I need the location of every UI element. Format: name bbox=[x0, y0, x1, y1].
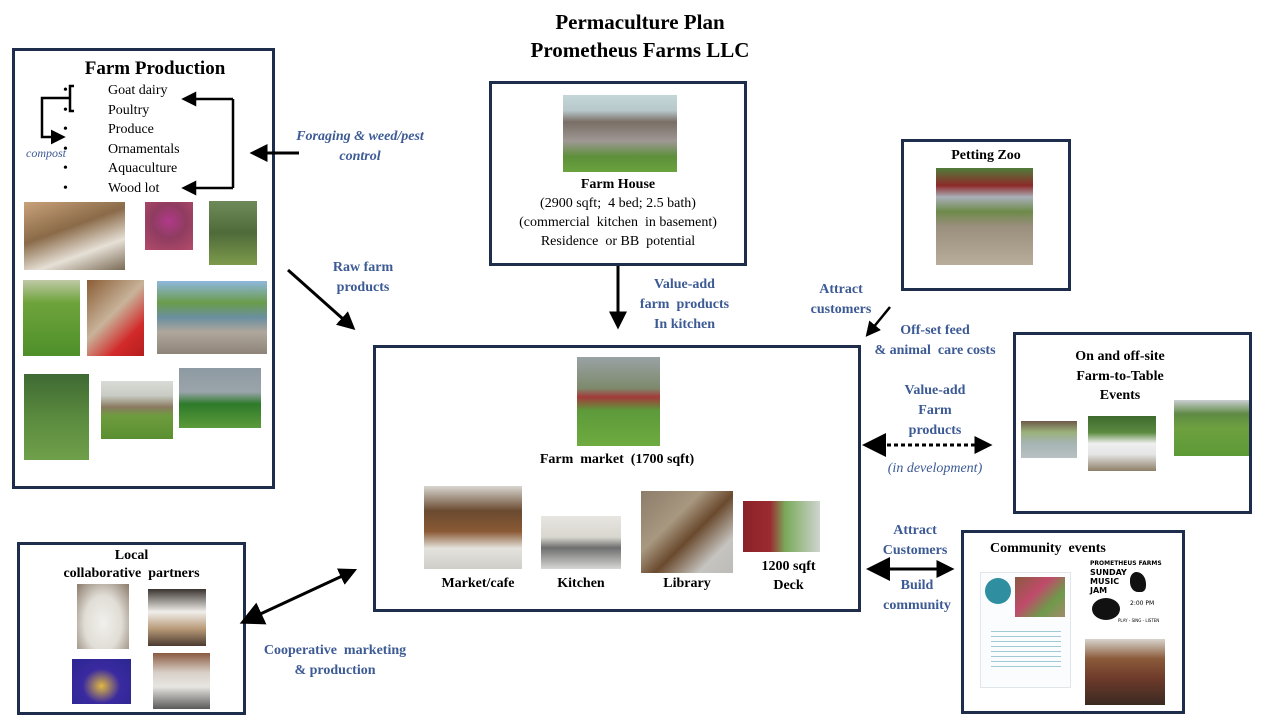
local-partners-heading-line-1: Local bbox=[114, 548, 149, 563]
list-item: Goat dairy bbox=[53, 81, 180, 101]
attract-build-line-3: Build bbox=[900, 578, 934, 593]
list-item: Poultry bbox=[53, 101, 180, 121]
food-truck-photo bbox=[1088, 416, 1156, 471]
farm-production-heading: Farm Production bbox=[84, 58, 226, 79]
deck-label: 1200 sqft Deck bbox=[761, 559, 816, 593]
farm-to-table-heading-line-3: Events bbox=[1099, 388, 1141, 403]
farm-to-table-heading-line-2: Farm-to-Table bbox=[1076, 368, 1164, 384]
farm-to-table-heading: On and off-site Farm-to-Table Events bbox=[1050, 347, 1190, 406]
poster-time: 2:00 PM bbox=[1130, 600, 1155, 607]
raw-products-label: Raw farm products bbox=[318, 258, 408, 298]
music-jam-poster: PROMETHEUS FARMS SUNDAY MUSIC JAM 2:00 P… bbox=[1090, 560, 1162, 626]
value-add-events-line-1: Value-add bbox=[904, 383, 966, 398]
deck-photo bbox=[743, 501, 820, 552]
raw-products-label-line-2: products bbox=[336, 280, 390, 295]
value-add-events-label: Value-add Farm products bbox=[880, 381, 990, 441]
compost-label: compost bbox=[26, 146, 66, 160]
market-cafe-photo bbox=[424, 486, 522, 569]
attract-build-line-1: Attract bbox=[893, 523, 937, 538]
foraging-label-line-1: Foraging & weed/pest bbox=[296, 129, 424, 144]
poster-title: PROMETHEUS FARMS bbox=[1090, 560, 1162, 567]
pergola-patio-photo bbox=[1021, 421, 1077, 458]
cooperative-arrow bbox=[239, 568, 358, 625]
rock-pond-photo bbox=[157, 281, 267, 354]
tea-packets-table-photo bbox=[77, 584, 129, 649]
craft-display-photo bbox=[72, 659, 131, 704]
attract-customers-zoo-label: Attract customers bbox=[800, 280, 882, 320]
offset-costs-line-2: & animal care costs bbox=[874, 343, 996, 358]
value-add-events-line-3: products bbox=[908, 423, 962, 438]
value-add-kitchen-line-1: Value-add bbox=[654, 277, 715, 292]
raw-products-label-line-1: Raw farm bbox=[332, 260, 394, 275]
poster-sunday: SUNDAY bbox=[1090, 568, 1127, 577]
attract-build-line-4: community bbox=[883, 598, 951, 613]
community-gathering-photo bbox=[1085, 639, 1165, 705]
farm-to-table-heading-line-1: On and off-site bbox=[1075, 349, 1165, 364]
market-produce-photo bbox=[87, 280, 144, 356]
cooperative-label: Cooperative marketing & production bbox=[250, 641, 420, 681]
attract-build-label-bottom: Build community bbox=[872, 576, 962, 616]
list-item: Ornamentals bbox=[53, 140, 180, 160]
poster-music: MUSIC bbox=[1090, 577, 1120, 586]
tractor-photo bbox=[179, 368, 261, 428]
petting-zoo-heading: Petting Zoo bbox=[951, 148, 1021, 163]
farm-production-list: Goat dairy Poultry Produce Ornamentals A… bbox=[53, 81, 180, 198]
farm-house-kitchen: (commercial kitchen in basement) bbox=[519, 215, 717, 230]
wood-pile-field-photo bbox=[101, 381, 173, 439]
farm-market-heading: Farm market (1700 sqft) bbox=[539, 452, 695, 467]
list-item: Wood lot bbox=[53, 179, 180, 199]
yoga-logo-icon bbox=[985, 578, 1011, 604]
foraging-label: Foraging & weed/pest control bbox=[282, 127, 438, 167]
woodland-pigs-photo bbox=[209, 201, 257, 265]
in-development-note: (in development) bbox=[887, 461, 983, 476]
farm-market-photo bbox=[577, 357, 660, 446]
dairy-products-display-photo bbox=[148, 589, 206, 646]
foraging-label-line-2: control bbox=[339, 149, 381, 164]
goats-on-hillside-photo bbox=[24, 374, 89, 460]
local-partners-heading: Local collaborative partners bbox=[17, 547, 246, 583]
title-line-1: Permaculture Plan bbox=[555, 10, 725, 34]
farm-house-heading: Farm House bbox=[580, 177, 656, 192]
rooster-icon bbox=[1130, 572, 1146, 592]
list-item: Aquaculture bbox=[53, 159, 180, 179]
farm-house-size: (2900 sqft; 4 bed; 2.5 bath) bbox=[540, 196, 696, 211]
title-line-2: Prometheus Farms LLC bbox=[530, 38, 750, 62]
cooperative-line-2: & production bbox=[294, 663, 376, 678]
value-add-kitchen-line-2: farm products bbox=[639, 297, 730, 312]
attract-build-line-2: Customers bbox=[882, 543, 948, 558]
petting-zoo-photo bbox=[936, 168, 1033, 265]
kitchen-photo bbox=[541, 516, 621, 569]
value-add-kitchen-label: Value-add farm products In kitchen bbox=[627, 275, 742, 335]
attract-customers-zoo-line-2: customers bbox=[810, 302, 872, 317]
offset-costs-line-1: Off-set feed bbox=[900, 323, 970, 338]
library-label: Library bbox=[663, 576, 711, 591]
flyer-photo-collage bbox=[1015, 577, 1065, 617]
poster-tagline: PLAY - SING - LISTEN bbox=[1118, 618, 1160, 623]
hanging-flower-basket-photo bbox=[145, 202, 193, 250]
list-item: Produce bbox=[53, 120, 180, 140]
poster-jam: JAM bbox=[1090, 586, 1108, 595]
green-field-photo bbox=[1174, 400, 1249, 456]
merchandise-cart-photo bbox=[153, 653, 210, 709]
farm-house-photo bbox=[563, 95, 677, 172]
kitchen-label: Kitchen bbox=[557, 576, 605, 591]
value-add-kitchen-line-3: In kitchen bbox=[653, 317, 716, 332]
farm-house-potential: Residence or BB potential bbox=[540, 234, 696, 249]
grazing-goat-photo bbox=[23, 280, 80, 356]
barn-interior-photo bbox=[24, 202, 125, 270]
local-partners-heading-line-2: collaborative partners bbox=[63, 566, 200, 581]
attract-customers-zoo-line-1: Attract bbox=[819, 282, 863, 297]
offset-costs-label: Off-set feed & animal care costs bbox=[860, 321, 1010, 361]
cooperative-line-1: Cooperative marketing bbox=[263, 643, 407, 658]
flyer-text-block bbox=[991, 631, 1061, 671]
guitar-icon bbox=[1092, 598, 1120, 620]
value-add-events-line-2: Farm bbox=[918, 403, 952, 418]
market-cafe-label: Market/cafe bbox=[441, 576, 515, 591]
page-title: Permaculture Plan Prometheus Farms LLC bbox=[440, 8, 840, 64]
yoga-event-flyer bbox=[980, 572, 1071, 688]
community-events-heading: Community events bbox=[990, 541, 1106, 556]
attract-build-label-top: Attract Customers bbox=[870, 521, 960, 561]
library-photo bbox=[641, 491, 733, 573]
